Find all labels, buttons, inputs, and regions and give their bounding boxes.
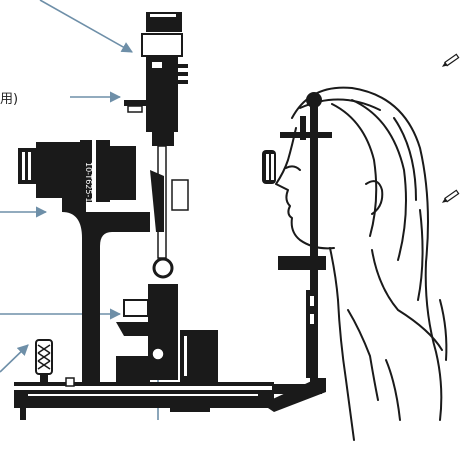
fine-adjust-knob: [35, 339, 75, 387]
eyepiece-assembly: 10-T625-10: [18, 140, 136, 212]
pencil-icon: [441, 53, 460, 67]
callout-label-partial: 用): [0, 92, 19, 107]
main-body: [116, 284, 218, 382]
arrow-knob-left: [0, 344, 29, 373]
slit-lamp-instrument: 10-T625-10: [14, 12, 274, 420]
curved-arm: [62, 212, 150, 386]
microscope-tower: [124, 12, 188, 146]
arrow-top-microscope: [39, 0, 133, 53]
mirror-ring: [152, 257, 174, 279]
patient-figure: [275, 86, 448, 441]
chin-rest-frame: [262, 92, 332, 412]
pencil-icon: [441, 189, 460, 203]
device-plate-text: 10-T625-10: [84, 162, 93, 208]
